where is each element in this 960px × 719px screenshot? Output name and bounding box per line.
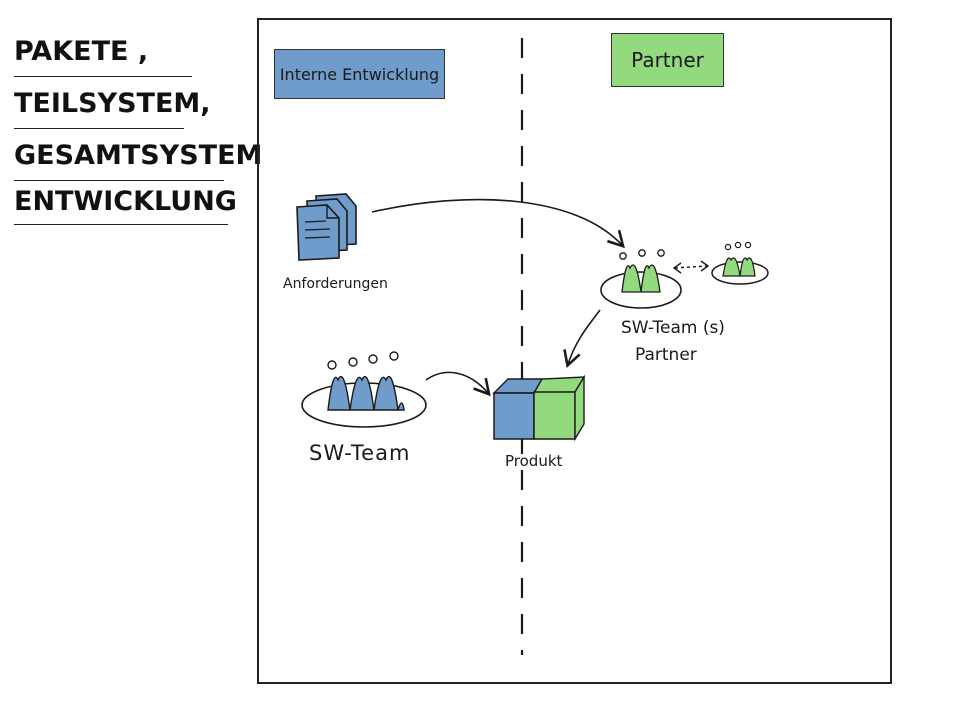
- dashed-bidirectional-arrow: [672, 260, 710, 274]
- documents-icon: [296, 193, 357, 261]
- diagram-frame: [257, 18, 892, 684]
- title-line-2: TEILSYSTEM,: [14, 88, 211, 119]
- lane-label-internal: Interne Entwicklung: [274, 49, 450, 104]
- title-underline-1: [14, 76, 192, 77]
- title-line-3: GESAMTSYSTEM: [14, 140, 263, 171]
- partner-team-label: SW-Team (s): [621, 318, 725, 338]
- requirements-label: Anforderungen: [283, 276, 388, 292]
- sw-team-label: SW-Team: [309, 441, 411, 465]
- partner-label: Partner: [635, 345, 697, 365]
- title-line-4: ENTWICKLUNG: [14, 186, 237, 217]
- lane-label-partner: Partner: [611, 33, 729, 92]
- title-underline-4: [14, 224, 228, 225]
- title-line-1: PAKETE ,: [14, 36, 149, 67]
- product-label: Produkt: [505, 452, 563, 470]
- internal-team-icon: [301, 351, 427, 428]
- product-cube-icon: [492, 374, 586, 442]
- title-underline-3: [14, 180, 224, 181]
- title-underline-2: [14, 128, 184, 129]
- partner-team-small-icon: [711, 241, 769, 285]
- arrow-partner-to-product: [563, 309, 601, 369]
- arrow-team-to-product: [425, 371, 491, 397]
- partner-team-icon: [600, 249, 682, 309]
- arrow-requirements-to-partner: [371, 198, 625, 249]
